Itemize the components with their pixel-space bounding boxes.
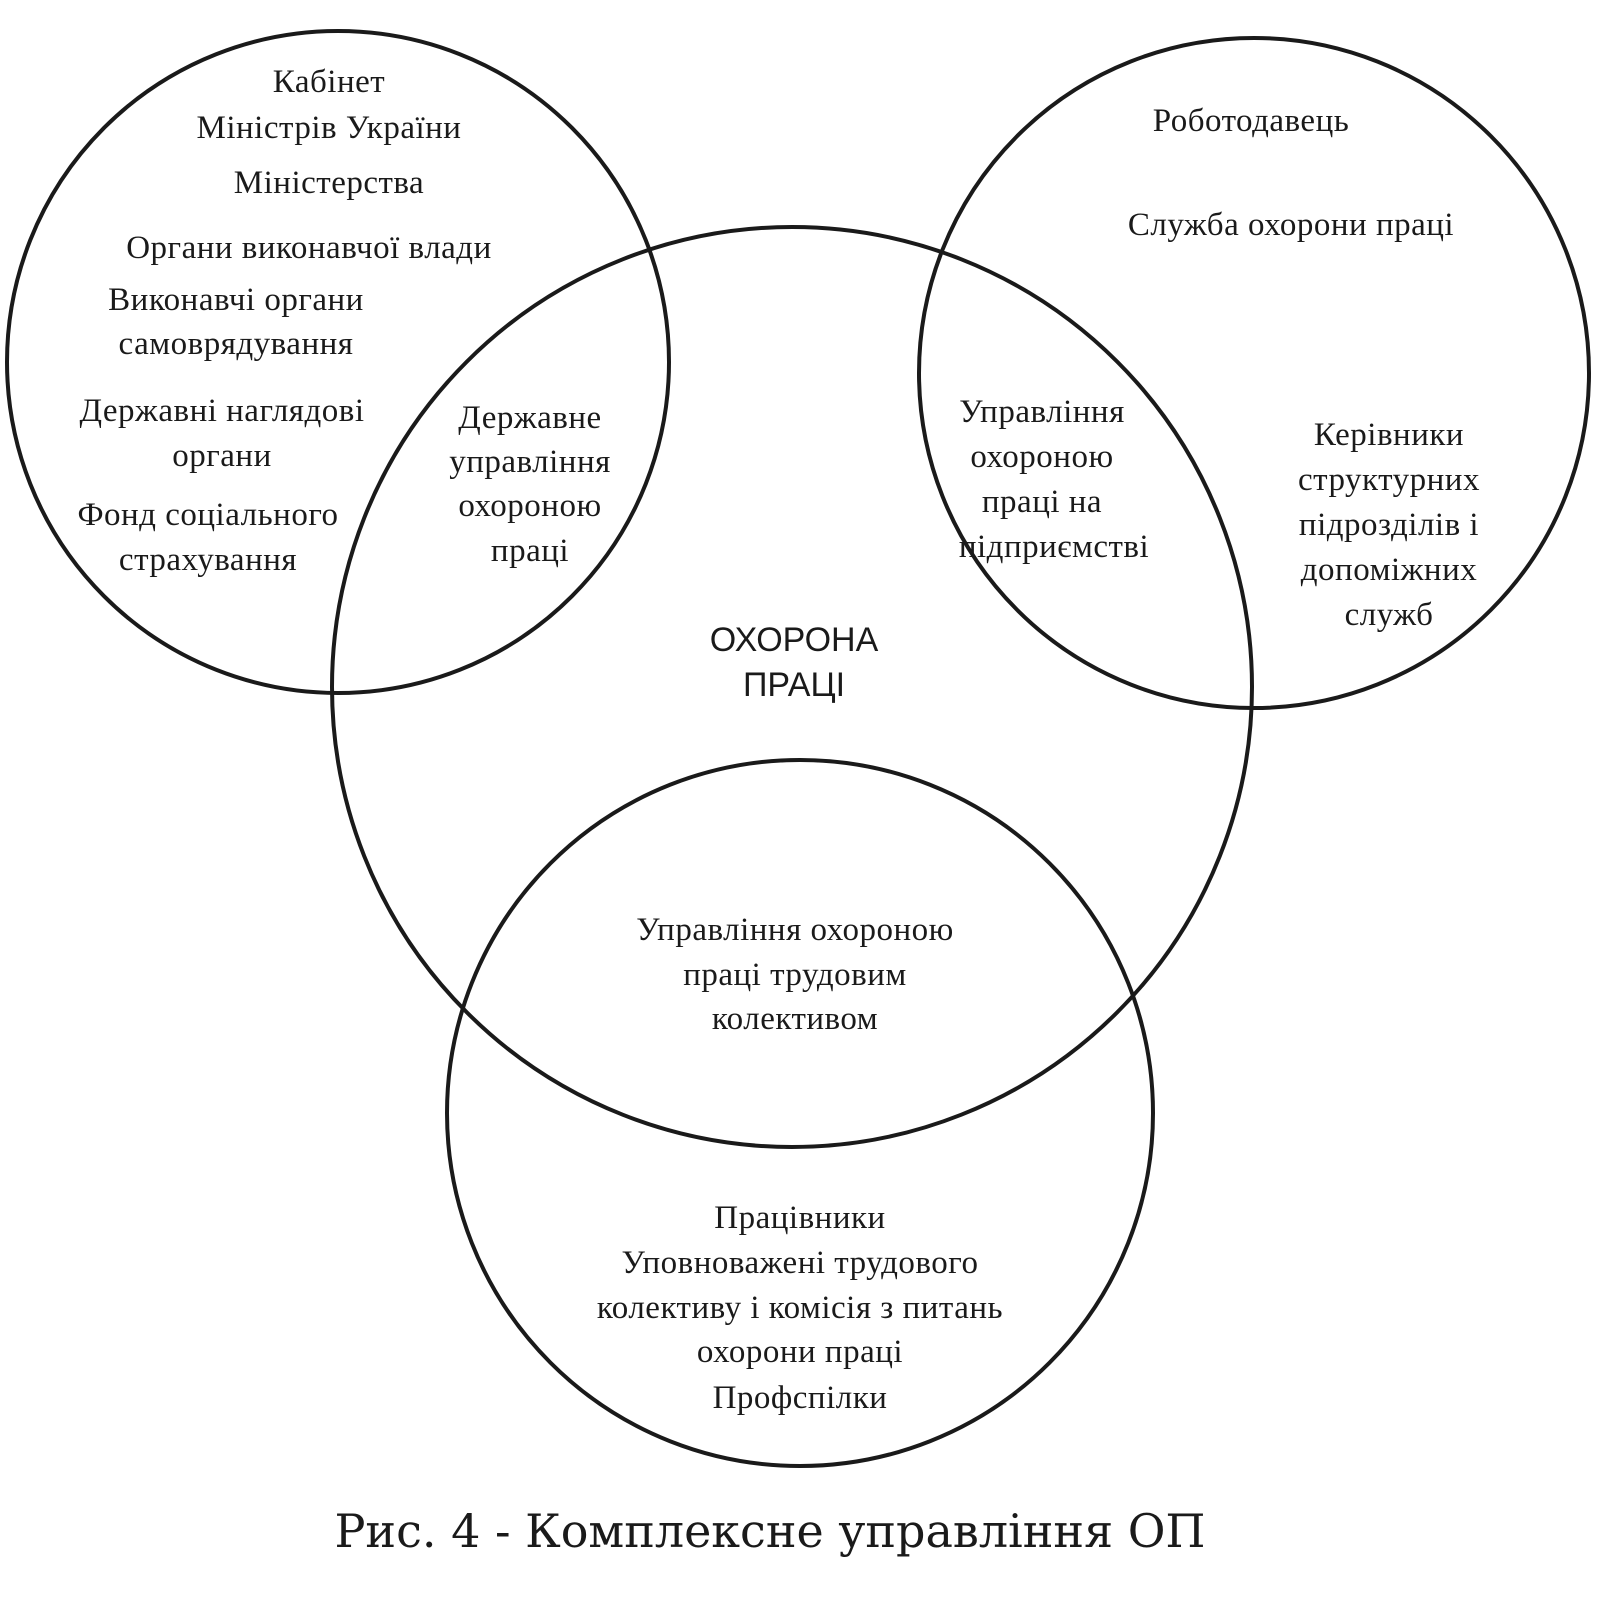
managers-line: підрозділів і [1299,507,1479,543]
employer-line: Роботодавець [1153,103,1350,139]
managers-label: Керівники структурних підрозділів і допо… [1298,417,1480,633]
collective-management-label: Управління охороною праці трудовим колек… [636,912,954,1037]
figure-caption: Рис. 4 - Комплексне управління ОП [334,1504,1205,1558]
state-mgmt-line: Державне [458,400,601,436]
center-label: ОХОРОНА ПРАЦІ [710,621,879,704]
managers-line: Керівники [1314,417,1464,453]
state-mgmt-line: управління [449,444,611,480]
government-circle [5,29,671,695]
workers-labels: Працівники Уповноважені трудового колект… [597,1200,1003,1416]
employer-labels: Роботодавець Служба охорони праці [1128,103,1454,243]
collective-mgmt-line: Управління охороною [636,912,954,948]
workers-line: Працівники [714,1200,885,1236]
managers-line: структурних [1298,462,1480,498]
gov-line: Міністрів України [197,110,462,146]
employer-circle [917,36,1591,710]
center-line: ОХОРОНА [710,621,879,659]
gov-line: Виконавчі органи [108,282,364,318]
labor-protection-circle [330,225,1254,1149]
gov-line: Державні наглядові [79,393,364,429]
gov-line: органи [172,438,272,474]
gov-line: Міністерства [234,165,424,201]
gov-line: Фонд соціального [77,497,338,533]
gov-line: страхування [119,542,297,578]
managers-line: служб [1345,597,1434,633]
workers-line: Профспілки [713,1380,888,1416]
managers-line: допоміжних [1301,552,1478,588]
workers-line: колективу і комісія з питань [597,1290,1003,1326]
employer-line: Служба охорони праці [1128,207,1454,243]
enterprise-mgmt-line: праці на [982,484,1102,520]
gov-line: Органи виконавчої влади [126,230,492,266]
enterprise-mgmt-line: охороною [970,439,1113,475]
enterprise-management-label: Управління охороною праці на підприємств… [959,394,1149,565]
gov-line: самоврядування [119,326,354,362]
gov-line: Кабінет [273,64,385,100]
enterprise-mgmt-line: Управління [959,394,1125,430]
government-labels: Кабінет Міністрів України Міністерства О… [77,64,491,578]
collective-mgmt-line: колективом [712,1001,878,1037]
enterprise-mgmt-line: підприємстві [959,529,1149,565]
workers-line: Уповноважені трудового [622,1245,979,1281]
center-line: ПРАЦІ [743,666,845,704]
state-management-label: Державне управління охороною праці [449,400,611,569]
collective-mgmt-line: праці трудовим [683,957,907,993]
state-mgmt-line: праці [491,533,569,569]
state-mgmt-line: охороною [458,488,601,524]
workers-circle [445,758,1155,1468]
workers-line: охорони праці [697,1334,903,1370]
